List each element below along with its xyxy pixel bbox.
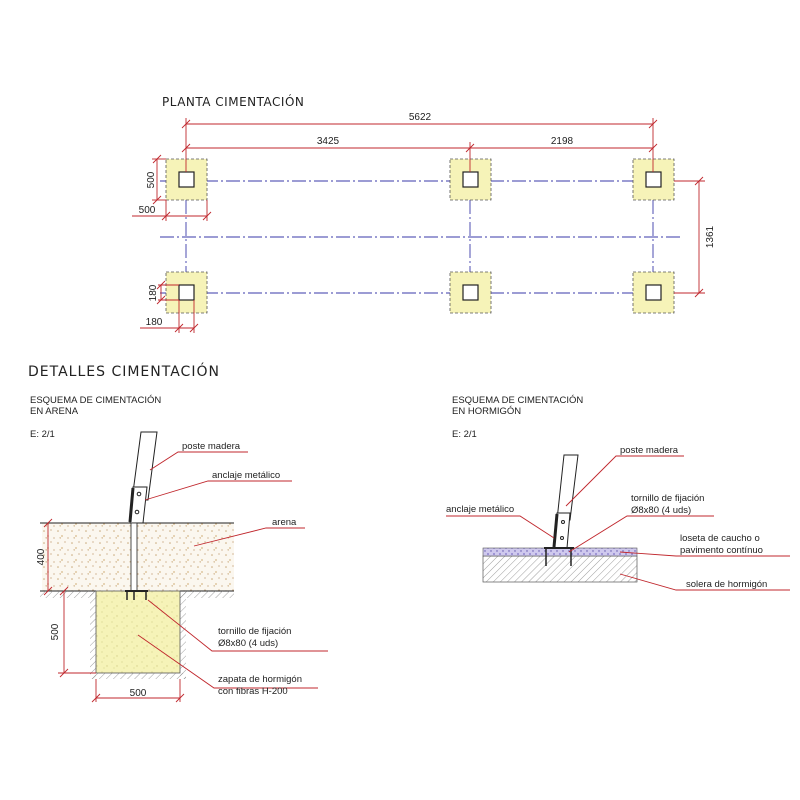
label-sand: arena — [272, 517, 297, 528]
footing-depth-label: 500 — [50, 623, 61, 640]
concrete-slab — [482, 555, 638, 583]
label-footing-line2: con fibras H-200 — [218, 686, 288, 697]
dimension-total-label: 5622 — [409, 112, 432, 123]
concrete-scale: E: 2/1 — [452, 429, 477, 440]
plan-footing — [449, 158, 492, 201]
dimension-total: 5622 — [181, 112, 658, 172]
dimension-footing-size: 500 500 — [132, 154, 212, 221]
footing-width-label: 500 — [130, 688, 147, 699]
concrete-heading-line2: EN HORMIGÓN — [452, 406, 521, 417]
label-bolt-line2: Ø8x80 (4 uds) — [218, 638, 278, 649]
wood-post — [556, 454, 579, 521]
label-post: poste madera — [182, 441, 241, 452]
label-post: poste madera — [620, 445, 679, 456]
details-title: DETALLES CIMENTACIÓN — [28, 362, 220, 380]
dimension-anchor-width-label: 180 — [146, 317, 163, 328]
dimension-anchor-size: 180 180 — [140, 280, 199, 333]
plan-footing — [165, 271, 208, 314]
dimension-footing-width-label: 500 — [139, 205, 156, 216]
label-anchor: anclaje metálico — [212, 470, 280, 481]
plan-title: PLANTA CIMENTACIÓN — [162, 94, 304, 109]
label-anchor: anclaje metálico — [446, 504, 514, 515]
sand-heading-line1: ESQUEMA DE CIMENTACIÓN — [30, 395, 161, 406]
sand-depth-label: 400 — [36, 548, 47, 565]
dimension-anchor-height-label: 180 — [148, 284, 159, 301]
plan-footing — [165, 158, 208, 201]
dimension-right-span-label: 2198 — [551, 136, 574, 147]
label-footing-line1: zapata de hormigón — [218, 674, 302, 685]
rubber-tile — [482, 547, 638, 557]
sand-layer — [42, 523, 234, 591]
sand-heading-line2: EN ARENA — [30, 406, 79, 417]
dimension-depth: 1361 — [674, 176, 716, 298]
dimension-spans: 3425 2198 — [181, 136, 658, 172]
label-tile-line2: pavimento contínuo — [680, 545, 763, 556]
plan-footing — [449, 271, 492, 314]
concrete-footing — [95, 590, 181, 674]
sand-detail: ESQUEMA DE CIMENTACIÓN EN ARENA E: 2/1 4 — [30, 395, 328, 703]
dimension-left-span-label: 3425 — [317, 136, 340, 147]
wood-post — [131, 431, 158, 501]
label-bolt-line2: Ø8x80 (4 uds) — [631, 505, 691, 516]
concrete-detail: ESQUEMA DE CIMENTACIÓN EN HORMIGÓN E: 2/… — [446, 395, 790, 591]
label-bolt-line1: tornillo de fijación — [218, 626, 291, 637]
concrete-heading-line1: ESQUEMA DE CIMENTACIÓN — [452, 395, 583, 406]
label-tile-line1: loseta de caucho o — [680, 533, 760, 544]
plan-footing — [632, 158, 675, 201]
label-slab: solera de hormigón — [686, 579, 767, 590]
dimension-footing-height-label: 500 — [146, 171, 157, 188]
plan-view: PLANTA CIMENTACIÓN — [132, 94, 716, 333]
label-bolt-line1: tornillo de fijación — [631, 493, 704, 504]
plan-footing — [632, 271, 675, 314]
sand-scale: E: 2/1 — [30, 429, 55, 440]
dimension-depth-label: 1361 — [705, 225, 716, 248]
